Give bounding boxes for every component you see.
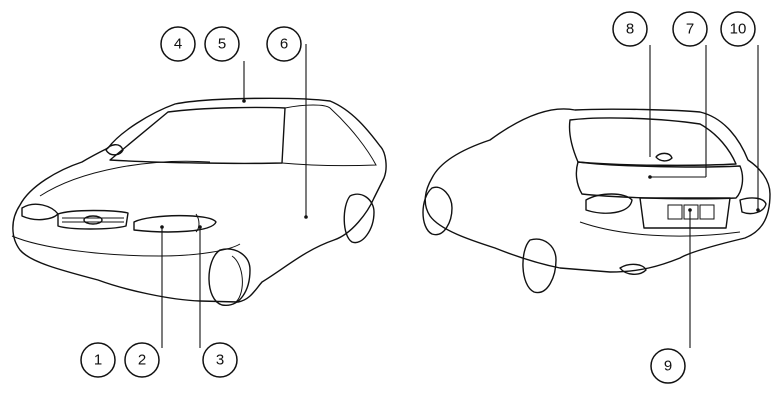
- callout-7-label: 7: [686, 21, 694, 38]
- leader-lines: [160, 44, 760, 348]
- callout-10: 10: [720, 11, 756, 47]
- callout-3-label: 3: [216, 352, 224, 369]
- callout-5-label: 5: [218, 36, 226, 53]
- callout-3: 3: [202, 342, 238, 378]
- callout-2-label: 2: [138, 352, 146, 369]
- callout-10-label: 10: [730, 21, 747, 38]
- callout-6: 6: [266, 26, 302, 62]
- callout-7: 7: [672, 11, 708, 47]
- callout-8-label: 8: [626, 21, 634, 38]
- front-car-illustration: [11, 97, 387, 306]
- rear-car-illustration: [422, 108, 771, 294]
- callout-9: 9: [650, 348, 686, 384]
- callout-9-label: 9: [664, 358, 672, 375]
- callout-2: 2: [124, 342, 160, 378]
- callout-5: 5: [204, 26, 240, 62]
- callout-4: 4: [160, 26, 196, 62]
- callout-1-label: 1: [94, 352, 102, 369]
- callout-4-label: 4: [174, 36, 182, 53]
- callout-8: 8: [612, 11, 648, 47]
- callout-6-label: 6: [280, 36, 288, 53]
- callout-1: 1: [80, 342, 116, 378]
